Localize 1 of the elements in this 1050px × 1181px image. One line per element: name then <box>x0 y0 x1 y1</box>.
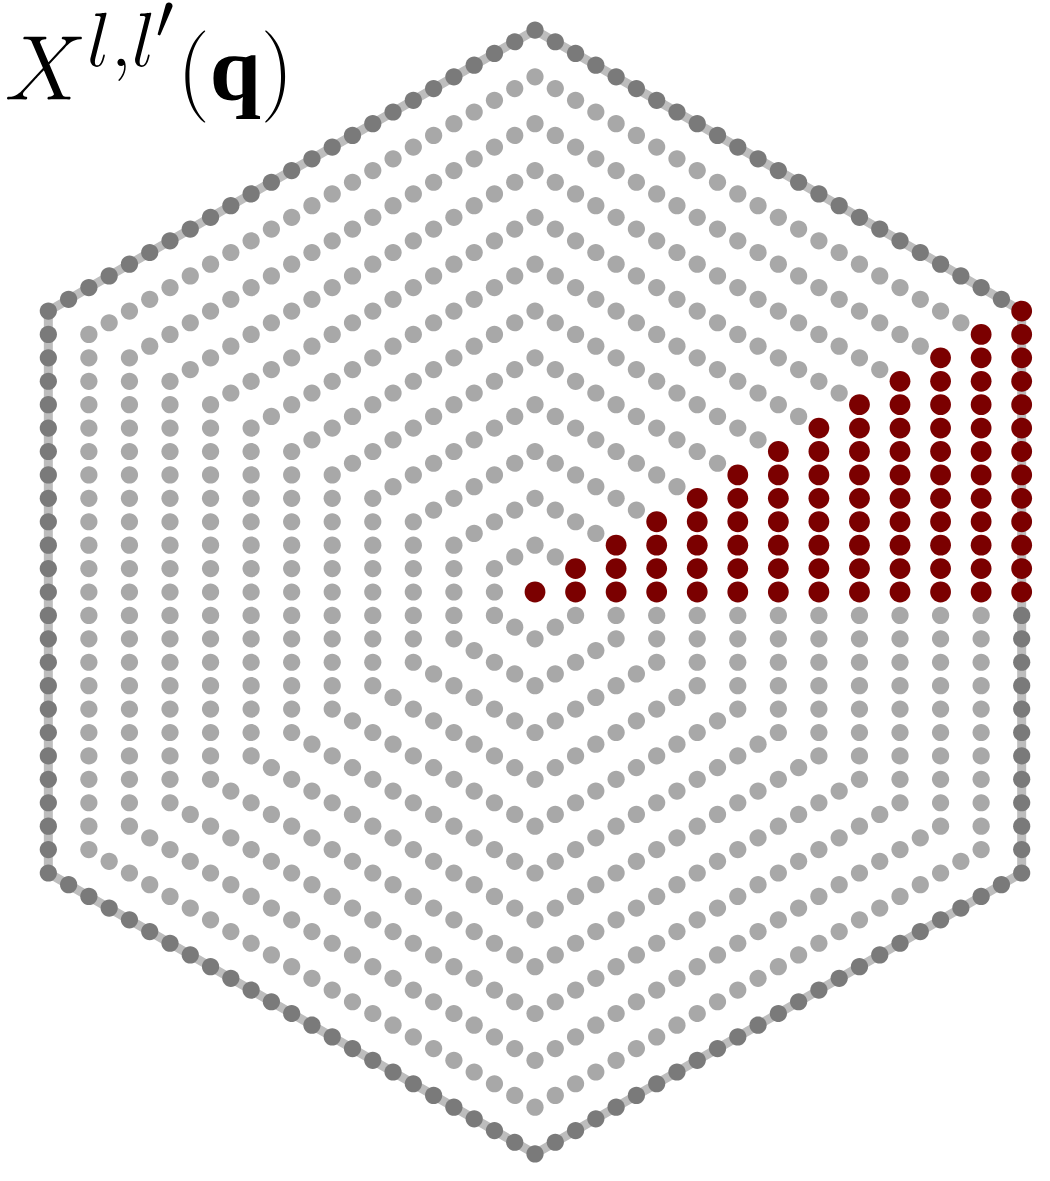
title: $X^{l,l'}(\mathbf{q})$ <box>7 2 286 123</box>
